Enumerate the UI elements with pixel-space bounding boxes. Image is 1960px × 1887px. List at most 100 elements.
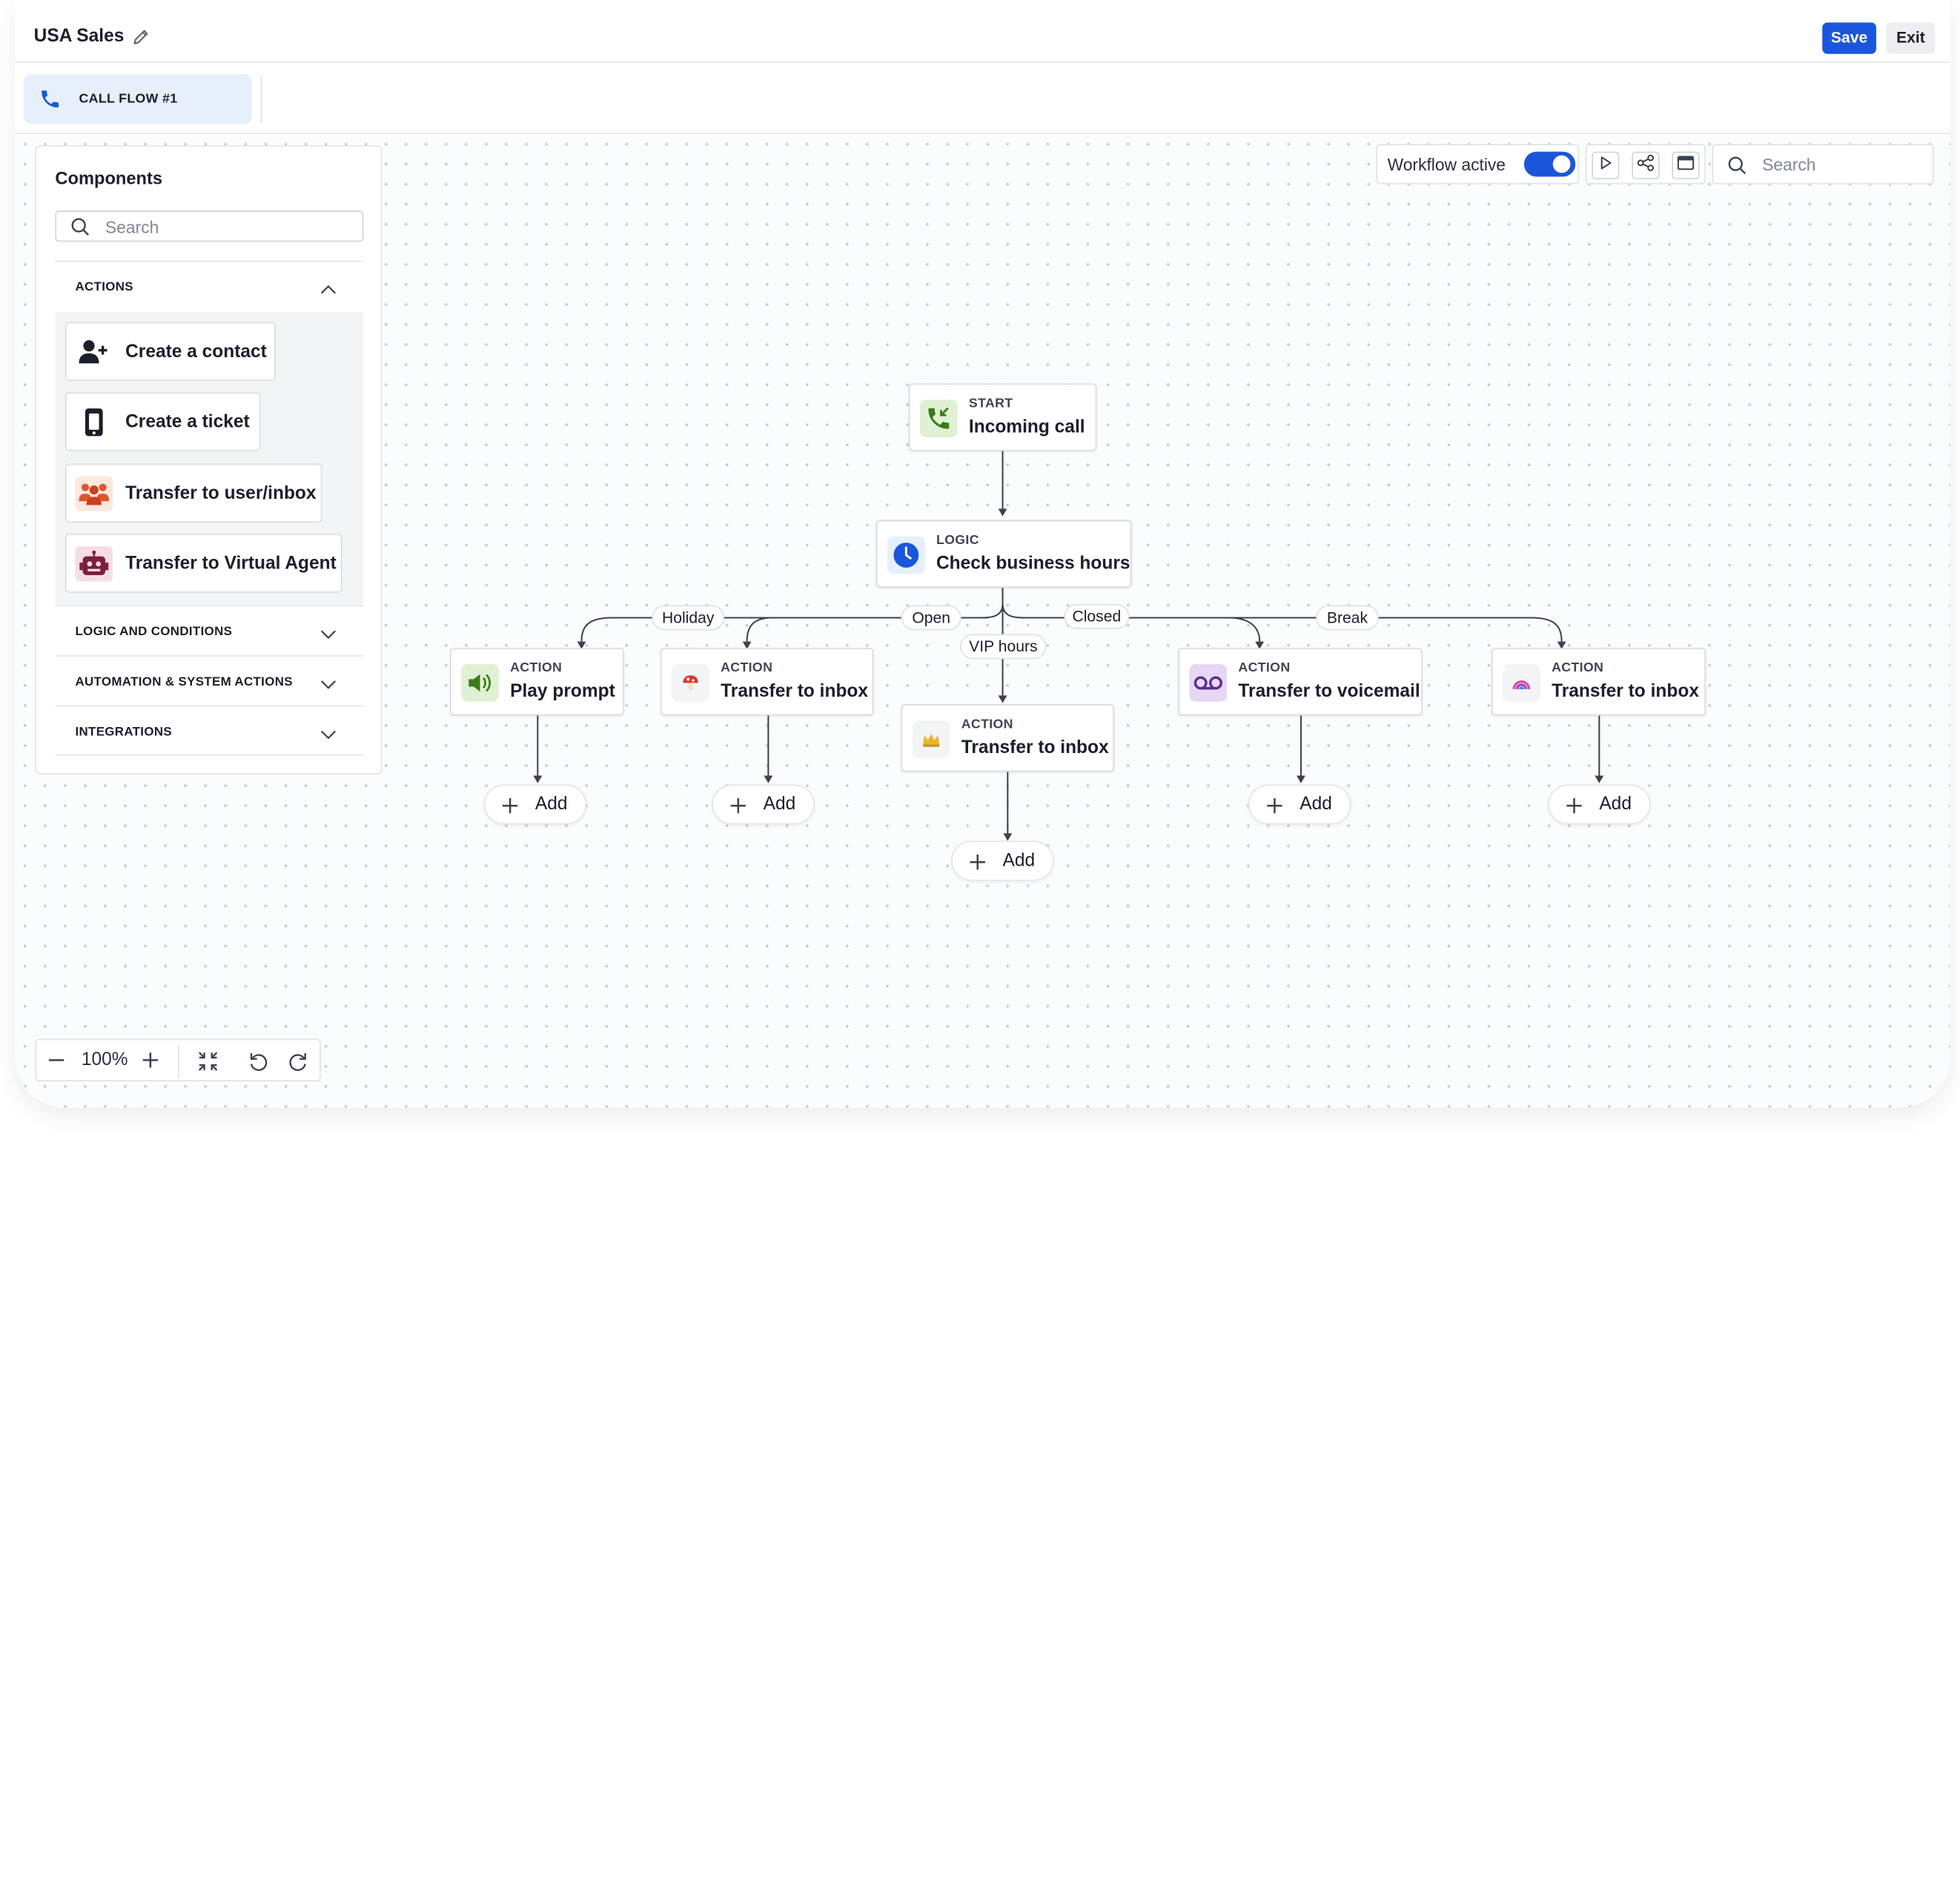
add-label: Add: [763, 794, 796, 815]
tab-divider: [260, 75, 262, 123]
window-icon: [1677, 154, 1695, 176]
layout-button[interactable]: [1672, 151, 1700, 179]
node-type: ACTION: [510, 660, 563, 676]
node-label: Transfer to inbox: [721, 681, 869, 702]
node-type: ACTION: [721, 660, 773, 676]
zoom-divider: [178, 1045, 179, 1078]
flow-canvas[interactable]: Components Search ACTIONS Create a: [15, 133, 1950, 1108]
node-type: ACTION: [1552, 660, 1604, 676]
edge-label-holiday: Holiday: [652, 605, 725, 631]
section-logic-conditions[interactable]: LOGIC AND CONDITIONS: [55, 605, 364, 656]
add-step-button[interactable]: Add: [483, 784, 587, 825]
robot-icon: [75, 546, 113, 582]
connector-holiday: [580, 603, 1004, 642]
node-action-transfer-inbox-vip[interactable]: ACTION Transfer to inbox: [901, 704, 1115, 772]
search-icon: [1727, 156, 1747, 182]
canvas-search-input[interactable]: Search: [1712, 144, 1934, 185]
node-label: Transfer to voicemail: [1238, 681, 1420, 702]
component-label: Transfer to user/inbox: [125, 483, 317, 504]
zoom-in-button[interactable]: [142, 1050, 159, 1077]
add-label: Add: [534, 794, 568, 815]
redo-icon: [287, 1053, 309, 1078]
component-label: Transfer to Virtual Agent: [125, 554, 337, 574]
node-type: LOGIC: [936, 532, 979, 548]
section-automation[interactable]: AUTOMATION & SYSTEM ACTIONS: [55, 655, 364, 706]
flow-connectors: [533, 451, 1604, 841]
plus-icon: [1566, 797, 1583, 820]
section-label: AUTOMATION & SYSTEM ACTIONS: [75, 675, 293, 689]
plus-icon: [501, 797, 519, 820]
component-label: Create a contact: [125, 342, 267, 362]
rainbow-emoji-icon: [1503, 664, 1540, 702]
chevron-down-icon: [320, 674, 337, 697]
node-start-incoming-call[interactable]: START Incoming call: [908, 383, 1097, 451]
add-step-button[interactable]: Add: [712, 784, 815, 825]
fit-view-button[interactable]: [196, 1050, 219, 1079]
search-icon: [70, 216, 90, 243]
save-button[interactable]: Save: [1822, 22, 1876, 54]
node-action-transfer-voicemail[interactable]: ACTION Transfer to voicemail: [1178, 648, 1423, 716]
add-step-button[interactable]: Add: [951, 840, 1054, 881]
component-transfer-user-inbox[interactable]: Transfer to user/inbox: [64, 463, 322, 523]
zoom-out-button[interactable]: [47, 1050, 65, 1077]
component-transfer-virtual-agent[interactable]: Transfer to Virtual Agent: [64, 534, 342, 593]
node-type: ACTION: [961, 717, 1013, 732]
plus-icon: [142, 1052, 159, 1075]
node-action-transfer-inbox-open[interactable]: ACTION Transfer to inbox: [660, 648, 874, 716]
play-icon: [1598, 154, 1613, 176]
top-bar: USA Sales Save Exit: [15, 0, 1950, 63]
edge-label-open: Open: [901, 605, 961, 631]
add-label: Add: [1002, 850, 1036, 872]
tab-call-flow-1[interactable]: CALL FLOW #1: [24, 73, 252, 125]
section-label: LOGIC AND CONDITIONS: [75, 625, 233, 640]
redo-button[interactable]: [287, 1050, 309, 1079]
share-button[interactable]: [1632, 151, 1660, 179]
exit-button[interactable]: Exit: [1886, 22, 1936, 54]
add-user-icon: [75, 334, 113, 369]
components-search-input[interactable]: Search: [55, 210, 364, 243]
node-action-play-prompt[interactable]: ACTION Play prompt: [449, 648, 624, 716]
components-panel: Components Search ACTIONS Create a: [35, 145, 383, 775]
component-label: Create a ticket: [125, 412, 250, 433]
actions-list: Create a contact Create a ticket Transfe…: [55, 311, 364, 606]
undo-icon: [247, 1053, 269, 1078]
pencil-icon[interactable]: [132, 27, 150, 53]
node-action-transfer-inbox-break[interactable]: ACTION Transfer to inbox: [1491, 648, 1706, 716]
component-create-contact[interactable]: Create a contact: [64, 322, 276, 381]
play-button[interactable]: [1592, 151, 1620, 179]
minus-icon: [47, 1054, 65, 1075]
undo-button[interactable]: [247, 1050, 269, 1079]
edge-label-break: Break: [1316, 605, 1379, 631]
workflow-active-toggle[interactable]: [1523, 151, 1576, 177]
chevron-down-icon: [320, 724, 337, 746]
workflow-status: Workflow active: [1376, 144, 1580, 185]
node-label: Incoming call: [968, 417, 1085, 438]
phone-icon: [39, 87, 61, 116]
plus-icon: [969, 853, 987, 877]
section-integrations[interactable]: INTEGRATIONS: [55, 705, 364, 756]
ticket-icon: [75, 405, 113, 440]
chevron-up-icon: [320, 279, 337, 302]
tab-label: CALL FLOW #1: [79, 91, 178, 107]
search-placeholder: Search: [105, 218, 159, 237]
workflow-active-label: Workflow active: [1387, 155, 1506, 175]
add-step-button[interactable]: Add: [1548, 784, 1651, 825]
section-label: INTEGRATIONS: [75, 725, 172, 740]
tab-bar: CALL FLOW #1: [15, 62, 1950, 134]
section-actions[interactable]: ACTIONS: [55, 260, 364, 311]
node-label: Play prompt: [510, 681, 615, 702]
chevron-down-icon: [320, 624, 337, 646]
plus-icon: [1266, 797, 1284, 820]
toggle-knob: [1552, 155, 1571, 173]
connector-open: [746, 617, 988, 642]
add-label: Add: [1300, 794, 1332, 815]
zoom-level: 100%: [81, 1049, 128, 1070]
node-type: START: [968, 396, 1013, 411]
fit-view-icon: [196, 1052, 219, 1078]
node-logic-check-business-hours[interactable]: LOGIC Check business hours: [875, 520, 1132, 588]
incoming-call-icon: [919, 399, 958, 438]
edge-label-vip-hours: VIP hours: [960, 634, 1047, 660]
canvas-tools: [1585, 144, 1706, 185]
add-step-button[interactable]: Add: [1248, 784, 1351, 825]
component-create-ticket[interactable]: Create a ticket: [64, 392, 261, 451]
